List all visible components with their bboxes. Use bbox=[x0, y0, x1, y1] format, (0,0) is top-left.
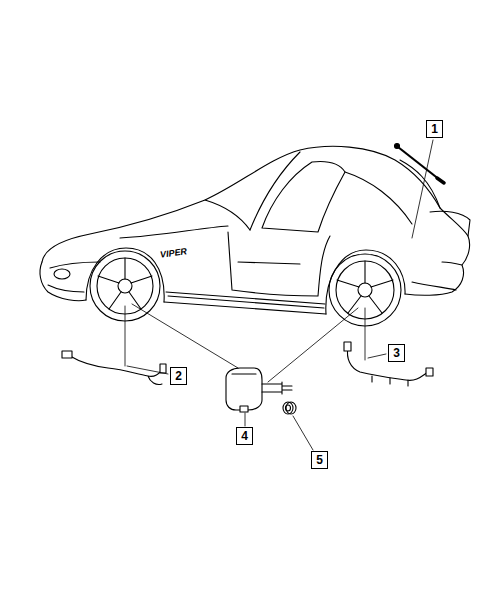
callout-number: 4 bbox=[238, 430, 251, 442]
callout-box: 3 bbox=[388, 344, 405, 362]
callout-number: 3 bbox=[390, 347, 403, 359]
callout-box: 1 bbox=[426, 120, 443, 138]
callout-box: 5 bbox=[311, 451, 328, 469]
callout-number: 1 bbox=[428, 123, 441, 135]
callout-number: 5 bbox=[313, 454, 326, 466]
callout-box: 4 bbox=[236, 427, 253, 445]
badge-text: VIPER bbox=[159, 246, 187, 260]
callout-box: 2 bbox=[170, 367, 187, 385]
callout-number: 2 bbox=[172, 370, 185, 382]
